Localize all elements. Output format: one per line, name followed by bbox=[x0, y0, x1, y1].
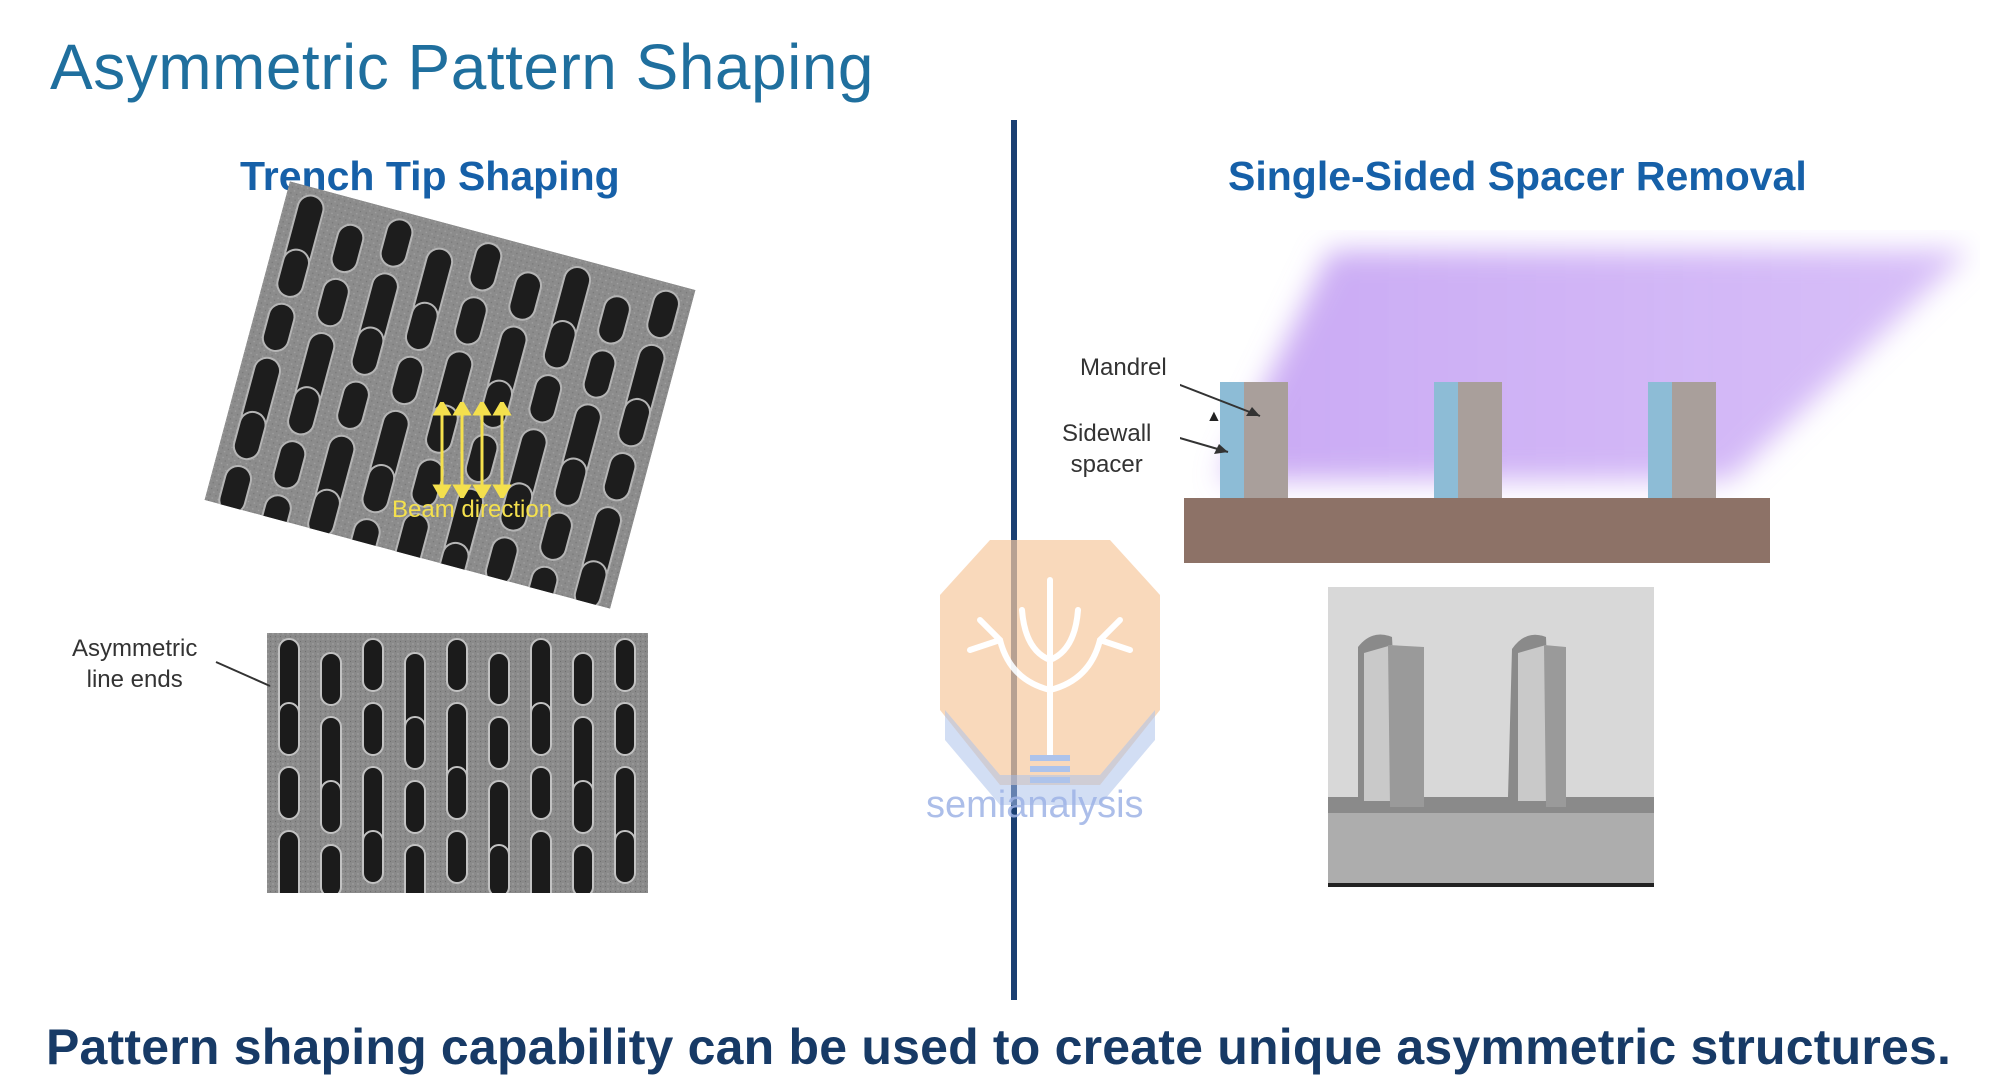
sem-trench bbox=[446, 766, 468, 820]
substrate bbox=[1184, 498, 1770, 563]
semianalysis-watermark-logo bbox=[940, 540, 1160, 805]
sem-trench bbox=[320, 652, 342, 706]
sem-image-trench-tips bbox=[204, 181, 696, 609]
sem-trench bbox=[530, 766, 552, 820]
single-sided-spacer-removal-heading: Single-Sided Spacer Removal bbox=[1228, 153, 1807, 199]
sem-trench bbox=[530, 702, 552, 756]
mandrel-label: Mandrel bbox=[1080, 354, 1167, 381]
sem-trench bbox=[350, 326, 385, 376]
sem-trench bbox=[336, 380, 370, 430]
beam-direction-arrows-icon bbox=[432, 402, 512, 498]
asymmetric-line-ends-label: Asymmetric line ends bbox=[72, 635, 198, 693]
sem-trench bbox=[530, 830, 552, 893]
sem-trench bbox=[572, 652, 594, 706]
sem-trench bbox=[528, 374, 563, 424]
sem-trench bbox=[553, 457, 588, 507]
sem-trench bbox=[379, 218, 414, 268]
semianalysis-watermark-text: semianalysis bbox=[926, 784, 1144, 826]
sem-trench bbox=[468, 242, 503, 292]
sem-trench bbox=[488, 716, 510, 770]
tem-cross-section-image bbox=[1328, 587, 1654, 887]
sem-trench bbox=[390, 355, 425, 406]
beam-direction-label: Beam direction bbox=[392, 496, 553, 523]
sem-trench bbox=[614, 830, 636, 884]
sem-trench bbox=[582, 349, 617, 399]
sidewall-spacer-label: Sidewall spacer bbox=[1062, 420, 1152, 478]
sem-trench bbox=[362, 830, 384, 884]
sem-trench bbox=[320, 780, 342, 834]
sem-trench bbox=[261, 302, 296, 352]
sem-trench bbox=[572, 780, 594, 834]
mandrel bbox=[1244, 382, 1288, 498]
sem-trench bbox=[404, 844, 426, 893]
sidewall-spacer bbox=[1434, 382, 1458, 498]
slide-title: Asymmetric Pattern Shaping bbox=[50, 31, 874, 103]
sem-trench bbox=[278, 766, 300, 820]
asymmetric-leader-line bbox=[215, 661, 271, 687]
sem-trench bbox=[572, 844, 594, 893]
sem-trench bbox=[488, 652, 510, 706]
sem-trench bbox=[404, 780, 426, 834]
sem-trench bbox=[488, 844, 510, 893]
sem-trench bbox=[362, 702, 384, 756]
sem-trench bbox=[232, 410, 267, 461]
sem-trench bbox=[404, 301, 439, 351]
sem-trench bbox=[316, 277, 350, 328]
sidewall-spacer bbox=[1220, 382, 1244, 498]
sem-trench bbox=[278, 830, 300, 893]
sem-trench bbox=[508, 271, 543, 321]
sem-trench bbox=[646, 289, 680, 340]
sem-trench bbox=[614, 638, 636, 692]
sem-trench bbox=[454, 296, 488, 346]
sem-trench bbox=[602, 452, 637, 502]
mouse-cursor-icon: ▲ bbox=[1206, 408, 1222, 425]
sem-trench bbox=[278, 702, 300, 756]
sem-trench bbox=[276, 248, 311, 298]
mandrel bbox=[1458, 382, 1502, 498]
sem-trench bbox=[617, 397, 651, 448]
sem-image-asymmetric-line-ends bbox=[267, 633, 648, 893]
sem-trench bbox=[542, 320, 577, 370]
sem-trench bbox=[330, 223, 365, 274]
ion-beam-glow bbox=[1220, 250, 1970, 480]
slide-footer-statement: Pattern shaping capability can be used t… bbox=[46, 1019, 1952, 1075]
sem-trench bbox=[446, 638, 468, 692]
sem-trench bbox=[320, 844, 342, 893]
mandrel bbox=[1672, 382, 1716, 498]
sem-trench bbox=[287, 386, 321, 436]
sem-trench bbox=[614, 702, 636, 756]
sem-trench bbox=[446, 830, 468, 884]
sem-trench bbox=[479, 379, 514, 429]
sem-trench bbox=[361, 464, 396, 514]
sem-trench bbox=[539, 511, 573, 561]
sem-trench bbox=[362, 638, 384, 692]
sem-trench bbox=[272, 440, 307, 490]
spacer-removal-schematic bbox=[1180, 250, 1970, 563]
sidewall-spacer bbox=[1648, 382, 1672, 498]
sem-trench bbox=[597, 295, 631, 345]
sem-trench bbox=[404, 716, 426, 770]
sem-trench bbox=[499, 482, 534, 532]
